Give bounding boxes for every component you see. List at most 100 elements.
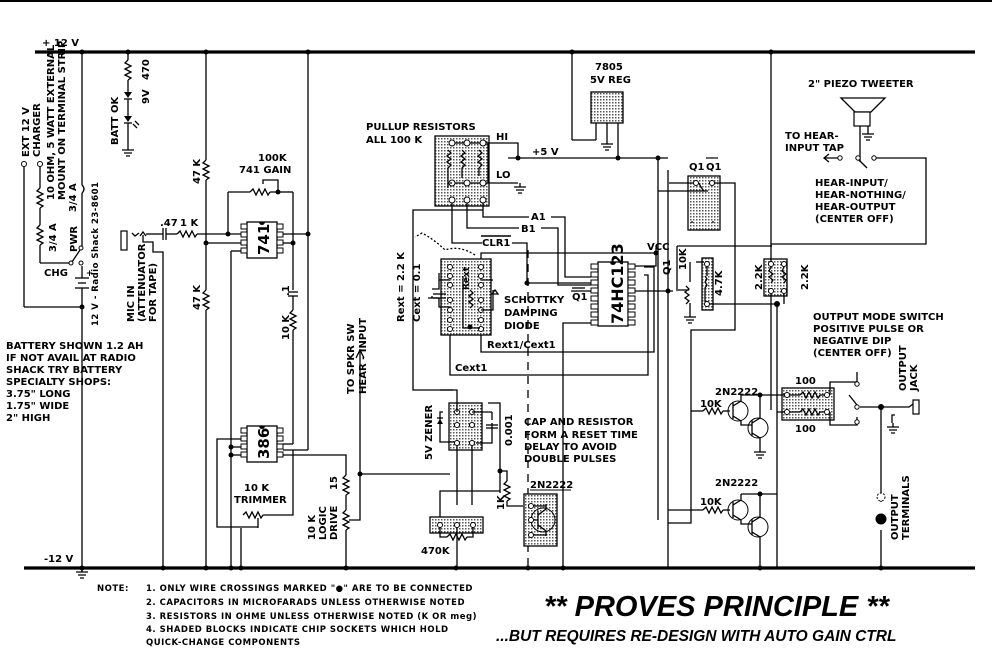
q1-socket-label: Q1 — [689, 162, 705, 173]
res-100-bottom-label: 100 — [795, 424, 816, 435]
svg-text:3.75" LONG: 3.75" LONG — [6, 389, 70, 400]
reset-transistor-label: 2N2222 — [530, 480, 573, 491]
svg-text:QUICK-CHANGE COMPONENTS: QUICK-CHANGE COMPONENTS — [146, 638, 301, 648]
svg-text:DELAY TO AVOID: DELAY TO AVOID — [524, 442, 617, 453]
darlington-bottom-label: 2N2222 — [715, 478, 758, 489]
piezo-tweeter — [771, 97, 927, 245]
bias-divider — [202, 52, 241, 568]
tweeter-label: 2" PIEZO TWEETER — [808, 79, 914, 90]
svg-text:HEAR-INPUT/: HEAR-INPUT/ — [815, 178, 888, 189]
svg-text:HEAR-OUTPUT: HEAR-OUTPUT — [815, 202, 896, 213]
base-res-top-label: 10K — [700, 399, 723, 410]
res-100-top-label: 100 — [795, 376, 816, 387]
batt-ok-label: BATT OK — [110, 96, 121, 145]
to-spkr-label-2: HEAR - INPUT — [358, 318, 369, 394]
regulator-label: 7805 — [595, 62, 623, 73]
mic-label-2: (ATTENUATOR — [137, 243, 148, 322]
jack-label-2: JACK — [909, 363, 920, 392]
svg-text:+: + — [86, 269, 94, 279]
pullup-ground-icon — [513, 182, 527, 194]
logic-drive-label-3: DRIVE — [329, 506, 340, 540]
svg-text:CAP AND RESISTOR: CAP AND RESISTOR — [524, 417, 634, 428]
svg-text:(CENTER OFF): (CENTER OFF) — [813, 348, 892, 359]
mic-label-3: FOR TAPE) — [148, 263, 159, 322]
trigger-lines — [412, 203, 591, 391]
bias-top-label: 47 K — [192, 158, 203, 184]
mic-label-1: MIC IN — [126, 285, 137, 322]
trimmer-label: TRIMMER — [234, 495, 287, 506]
darlington-bottom — [668, 491, 777, 568]
pwr-label: PWR — [69, 226, 80, 252]
pullup-label-1: PULLUP RESISTORS — [366, 122, 476, 133]
notes-list: 1. ONLY WIRE CROSSINGS MARKED "●" ARE TO… — [146, 584, 477, 648]
fuse-label-side: 3/4 A — [48, 223, 59, 252]
regulator-sublabel: 5V REG — [590, 75, 631, 86]
clr1-label: CLR1 — [482, 238, 510, 249]
hear-switch-label: HEAR-INPUT/ HEAR-NOTHING/ HEAR-OUTPUT (C… — [815, 178, 906, 225]
logic-5v-label: +5 V — [532, 147, 559, 158]
output-mode-switch — [848, 381, 920, 568]
gain-pot-value: 100K — [258, 153, 288, 164]
ic-74hc123 — [590, 261, 636, 327]
to-hear-label-1: TO HEAR- — [785, 131, 839, 142]
reset-1k-label: 1K — [496, 494, 507, 510]
rext-cext-label: Rext1/Cext1 — [487, 340, 556, 351]
schottky-label-2: DAMPING — [504, 308, 558, 319]
ic-74hc123-wiring — [571, 158, 671, 568]
charger-resistor-note-2: MOUNT ON TERMINAL STRIP — [57, 41, 68, 200]
coupling-res-label: 10 K — [281, 314, 292, 340]
reset-resistor-socket — [429, 490, 500, 568]
led-zener-label: 9V — [141, 89, 152, 104]
schottky-label-1: SCHOTTKY — [504, 295, 565, 306]
input-cap-res — [162, 228, 241, 240]
reset-transistor-socket — [500, 470, 558, 547]
reset-cap-label: 0.001 — [504, 414, 515, 446]
opamp-label: 741 — [255, 224, 273, 255]
zener-label: 5V ZENER — [424, 405, 435, 460]
negative-rail-label: -12 V — [44, 554, 74, 565]
led-resistor-label: 470 — [141, 59, 152, 80]
zener-cap-socket — [437, 389, 501, 505]
svg-text:SPECIALTY SHOPS:: SPECIALTY SHOPS: — [6, 377, 111, 388]
svg-text:OUTPUT MODE SWITCH: OUTPUT MODE SWITCH — [813, 312, 944, 323]
terminals-label-1: OUTPUT — [890, 494, 901, 540]
schottky-label-3: DIODE — [504, 321, 540, 332]
power-amp-label: 386 — [255, 428, 273, 459]
charger-resistor-note-1: 10 OHM, 5 WATT EXTERNAL — [46, 44, 57, 200]
reset-resistor-label: 470K — [421, 546, 451, 557]
svg-text:IF NOT AVAIL AT RADIO: IF NOT AVAIL AT RADIO — [6, 353, 136, 364]
q1-bar-label: Q1 — [572, 292, 588, 303]
q1-bar-socket-label: Q1 — [706, 162, 722, 173]
pullup-resistor-socket — [434, 135, 519, 207]
rext-cext-socket — [414, 232, 500, 336]
svg-text:1. ONLY WIRE CROSSINGS MARKED: 1. ONLY WIRE CROSSINGS MARKED "●" ARE TO… — [146, 584, 473, 594]
logic-drive-label-1: 10 K — [307, 514, 318, 540]
positive-rail-label: + 12 V — [42, 38, 79, 49]
battery-note: BATTERY SHOWN 1.2 AH IF NOT AVAIL AT RAD… — [6, 341, 143, 424]
q1-select-socket — [658, 175, 736, 268]
res-2k2-left-label: 2.2K — [754, 263, 765, 290]
banner-subline: ...BUT REQUIRES RE-DESIGN WITH AUTO GAIN… — [496, 628, 896, 645]
input-res-label: 1 K — [180, 218, 199, 229]
svg-text:HEAR-NOTHING/: HEAR-NOTHING/ — [815, 190, 906, 201]
svg-text:DOUBLE PULSES: DOUBLE PULSES — [524, 454, 616, 465]
svg-text:SHACK TRY BATTERY: SHACK TRY BATTERY — [6, 365, 123, 376]
svg-text:FORM A RESET TIME: FORM A RESET TIME — [524, 430, 638, 441]
cext1-label: Cext1 — [455, 363, 487, 374]
coupling-cap-label: .1 — [281, 285, 292, 296]
res-2k2-right-label: 2.2K — [800, 263, 811, 290]
svg-text:1.75" WIDE: 1.75" WIDE — [6, 401, 69, 412]
svg-text:(CENTER OFF): (CENTER OFF) — [815, 214, 894, 225]
vcc-label: VCC — [647, 242, 669, 253]
pullup-2k2-socket — [763, 52, 788, 568]
battery-label: 12 V - Radio Shack 23-8601 — [91, 182, 101, 326]
svg-text:2" HIGH: 2" HIGH — [6, 413, 50, 424]
r15-label: 15 — [329, 476, 340, 490]
a1-label: A1 — [531, 212, 546, 223]
notes-heading: NOTE: — [97, 584, 129, 594]
darlington-top — [691, 392, 769, 459]
battery-ok-led — [121, 52, 140, 157]
to-hear-label-2: INPUT TAP — [785, 143, 844, 154]
chg-label: CHG — [44, 268, 68, 279]
